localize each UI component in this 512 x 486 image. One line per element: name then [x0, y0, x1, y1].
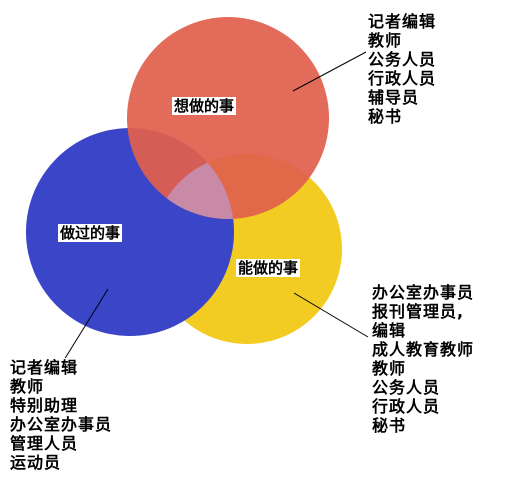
list-item: 编辑 — [372, 321, 407, 340]
list-item: 秘书 — [372, 416, 407, 435]
leader-line-want — [292, 51, 367, 92]
circle-label-done: 做过的事 — [58, 224, 123, 242]
overlap-center — [152, 154, 234, 219]
list-item: 运动员 — [10, 453, 62, 472]
list-item: 教师 — [10, 377, 45, 396]
list-item: 记者编辑 — [10, 358, 79, 377]
list-item: 公务人员 — [372, 378, 441, 397]
leader-line-done — [63, 288, 109, 361]
list-item: 辅导员 — [368, 88, 420, 107]
list-item: 管理人员 — [10, 434, 79, 453]
list-done: 记者编辑 教师 特别助理 办公室办事员 管理人员 运动员 — [8, 358, 116, 472]
list-item: 行政人员 — [368, 69, 437, 88]
list-item: 办公室办事员 — [372, 283, 475, 302]
circle-want — [127, 17, 329, 219]
list-item: 办公室办事员 — [10, 415, 113, 434]
list-item: 教师 — [368, 31, 403, 50]
list-item: 记者编辑 — [368, 12, 437, 31]
circle-label-want: 想做的事 — [172, 97, 237, 115]
list-item: 教师 — [372, 359, 407, 378]
list-item: 报刊管理员, — [372, 302, 465, 321]
list-item: 行政人员 — [372, 397, 441, 416]
list-item: 公务人员 — [368, 50, 437, 69]
list-want: 记者编辑 教师 公务人员 行政人员 辅导员 秘书 — [366, 12, 440, 126]
list-item: 特别助理 — [10, 396, 79, 415]
list-item: 成人教育教师 — [372, 340, 475, 359]
list-can: 办公室办事员 报刊管理员, 编辑 成人教育教师 教师 公务人员 行政人员 秘书 — [370, 283, 478, 435]
list-item: 秘书 — [368, 107, 403, 126]
circle-label-can: 能做的事 — [236, 259, 301, 277]
leader-line-can — [293, 292, 369, 338]
